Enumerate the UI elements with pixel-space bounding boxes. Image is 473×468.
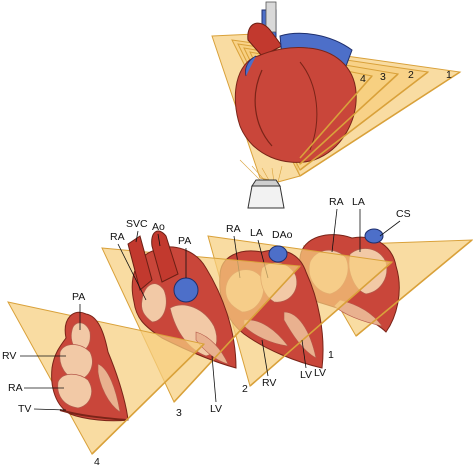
section-3-svc	[127, 235, 153, 291]
section-4-label-rv: RV	[2, 350, 16, 362]
section-1-plane-edge	[355, 239, 473, 337]
section-4-left-ventricle	[97, 363, 121, 413]
section-1-left-ventricle	[333, 299, 383, 327]
top-heart-septum-line	[299, 61, 318, 151]
section-4-label-ra: RA	[8, 382, 23, 394]
section-3-label-ao: Ao	[152, 221, 165, 233]
section-4-right-atrium	[57, 373, 92, 409]
section-4-label-tv: TV	[18, 403, 31, 415]
top-heart	[234, 47, 357, 163]
section-3-label-ra: RA	[110, 231, 125, 243]
top-heart-view: 4 3 2 1	[211, 1, 462, 209]
section-1-number: 1	[328, 349, 334, 361]
section-3-pulmonary-artery	[173, 277, 199, 303]
section-4: PA RV RA TV 4	[2, 291, 206, 468]
section-3-aorta	[151, 230, 179, 283]
section-1-label-ra: RA	[329, 196, 344, 208]
section-3-lead-svc	[135, 230, 139, 243]
top-heart-groove	[254, 69, 273, 147]
section-2-label-dao: DAo	[272, 229, 293, 241]
section-3-number: 3	[176, 407, 182, 419]
section-3-label-svc: SVC	[126, 218, 148, 230]
top-plane-label-4: 4	[360, 73, 366, 85]
top-plane-label-1: 1	[446, 69, 452, 81]
section-4-number: 4	[94, 456, 100, 468]
top-plane-1-edge	[299, 71, 461, 177]
top-plane-label-3: 3	[380, 71, 386, 83]
section-2-descending-aorta	[268, 245, 288, 263]
transducer-probe	[247, 179, 285, 209]
section-1-label-la: LA	[352, 196, 365, 208]
section-3-plane-edge	[173, 265, 301, 403]
top-heart-vein	[245, 55, 257, 77]
section-2-left-ventricle	[283, 311, 317, 359]
section-2-right-ventricle	[243, 319, 289, 347]
section-2-label-ra: RA	[226, 223, 241, 235]
section-1-lead-ra	[331, 208, 338, 253]
section-3-lead-ra	[117, 243, 147, 301]
section-3-label-lv: LV	[210, 403, 222, 415]
section-3: RA SVC Ao PA LV 3	[101, 218, 302, 419]
section-3-lead-lv	[211, 355, 217, 403]
top-plane-2-edge	[299, 71, 429, 171]
section-2-number: 2	[242, 383, 248, 395]
section-3-label-pa: PA	[178, 235, 191, 247]
section-2-label-rv: RV	[262, 377, 276, 389]
section-4-plane-edge	[91, 343, 205, 455]
section-4-lead-tv	[33, 408, 67, 411]
top-plane-label-2: 2	[408, 69, 414, 81]
section-1-label-cs: CS	[396, 208, 411, 220]
section-2-lead-lv	[301, 339, 307, 369]
section-4-tricuspid-valve	[59, 409, 127, 421]
top-plane-4-edge	[299, 75, 373, 159]
section-1-lead-cs	[379, 220, 401, 237]
section-4-right-ventricle	[59, 344, 93, 381]
section-3-lead-ao	[157, 233, 161, 247]
section-3-right-atrium	[141, 283, 167, 323]
section-4-label-pa: PA	[72, 291, 85, 303]
section-1-coronary-sinus	[364, 228, 384, 244]
section-1-label-lv: LV	[314, 367, 326, 379]
top-aorta	[247, 22, 283, 57]
section-2-label-lv: LV	[300, 369, 312, 381]
section-2-lead-rv	[261, 339, 269, 377]
section-2-plane-edge	[249, 261, 393, 387]
section-2-label-la: LA	[250, 227, 263, 239]
top-plane-3-edge	[299, 73, 399, 165]
